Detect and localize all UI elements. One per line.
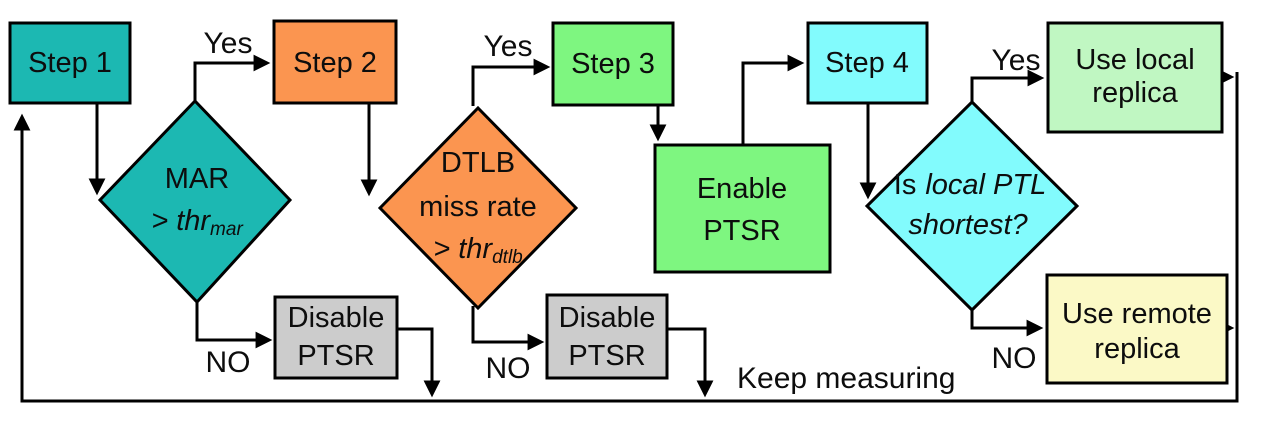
yes-label-1: Yes <box>204 27 253 60</box>
edge-return-loop <box>13 72 1239 403</box>
yes-label-3: Yes <box>992 44 1041 77</box>
step4-label: Step 4 <box>825 47 909 79</box>
disable-ptsr1-line2: PTSR <box>297 340 374 372</box>
ptl-decision-line2: shortest? <box>908 209 1028 241</box>
mar-decision-line2: > thrmar <box>151 205 243 240</box>
use-remote-line2: replica <box>1094 333 1180 365</box>
no-label-3: NO <box>992 342 1037 375</box>
edge-dtlb-no-to-disable2 <box>471 306 545 351</box>
use-local-line1: Use local <box>1075 44 1194 76</box>
step1-box <box>8 21 132 105</box>
disable-ptsr2-line2: PTSR <box>568 340 645 372</box>
dtlb-decision-line1: DTLB <box>441 147 515 179</box>
enable-ptsr-line1: Enable <box>697 173 787 205</box>
edge-ptl-yes-to-local <box>970 69 1045 102</box>
enable-ptsr-box <box>653 143 832 274</box>
edge-enable-to-step4 <box>741 54 805 145</box>
step2-box <box>272 19 398 105</box>
no-label-1: NO <box>206 346 251 379</box>
enable-ptsr-line2: PTSR <box>703 215 780 247</box>
mar-decision-line1: MAR <box>165 163 229 195</box>
edge-dtlb-yes-to-step3 <box>471 58 551 106</box>
yes-label-2: Yes <box>484 30 533 63</box>
dtlb-decision-line3: > thrdtlb <box>433 233 522 268</box>
step2-label: Step 2 <box>293 47 377 79</box>
keep-measuring-label: Keep measuring <box>737 362 955 395</box>
use-remote-line1: Use remote <box>1062 298 1212 330</box>
edge-mar-yes-to-step2 <box>193 54 271 101</box>
disable-ptsr-box-2 <box>545 293 669 380</box>
edge-ptl-no-to-remote <box>970 308 1044 337</box>
disable-ptsr-box-1 <box>273 295 399 380</box>
mar-threshold-subscript: mar <box>210 219 243 240</box>
ptl-decision-diamond <box>864 99 1080 313</box>
edge-disable1-to-loop <box>397 327 441 398</box>
step4-box <box>806 21 929 105</box>
step3-label: Step 3 <box>571 48 655 80</box>
step3-box <box>551 21 675 107</box>
edge-disable2-to-loop <box>667 327 714 398</box>
no-label-2: NO <box>486 352 531 385</box>
use-local-replica-box <box>1046 21 1224 134</box>
dtlb-decision-diamond <box>377 105 579 311</box>
edge-mar-no-to-disable1 <box>195 300 273 349</box>
use-local-line2: replica <box>1092 77 1178 109</box>
dtlb-threshold-subscript: dtlb <box>492 247 523 268</box>
mar-decision-diamond <box>97 98 293 305</box>
step1-label: Step 1 <box>28 47 112 79</box>
use-remote-replica-box <box>1045 273 1229 385</box>
disable-ptsr2-line1: Disable <box>559 302 656 334</box>
disable-ptsr1-line1: Disable <box>288 302 385 334</box>
dtlb-decision-line2: miss rate <box>419 191 537 223</box>
